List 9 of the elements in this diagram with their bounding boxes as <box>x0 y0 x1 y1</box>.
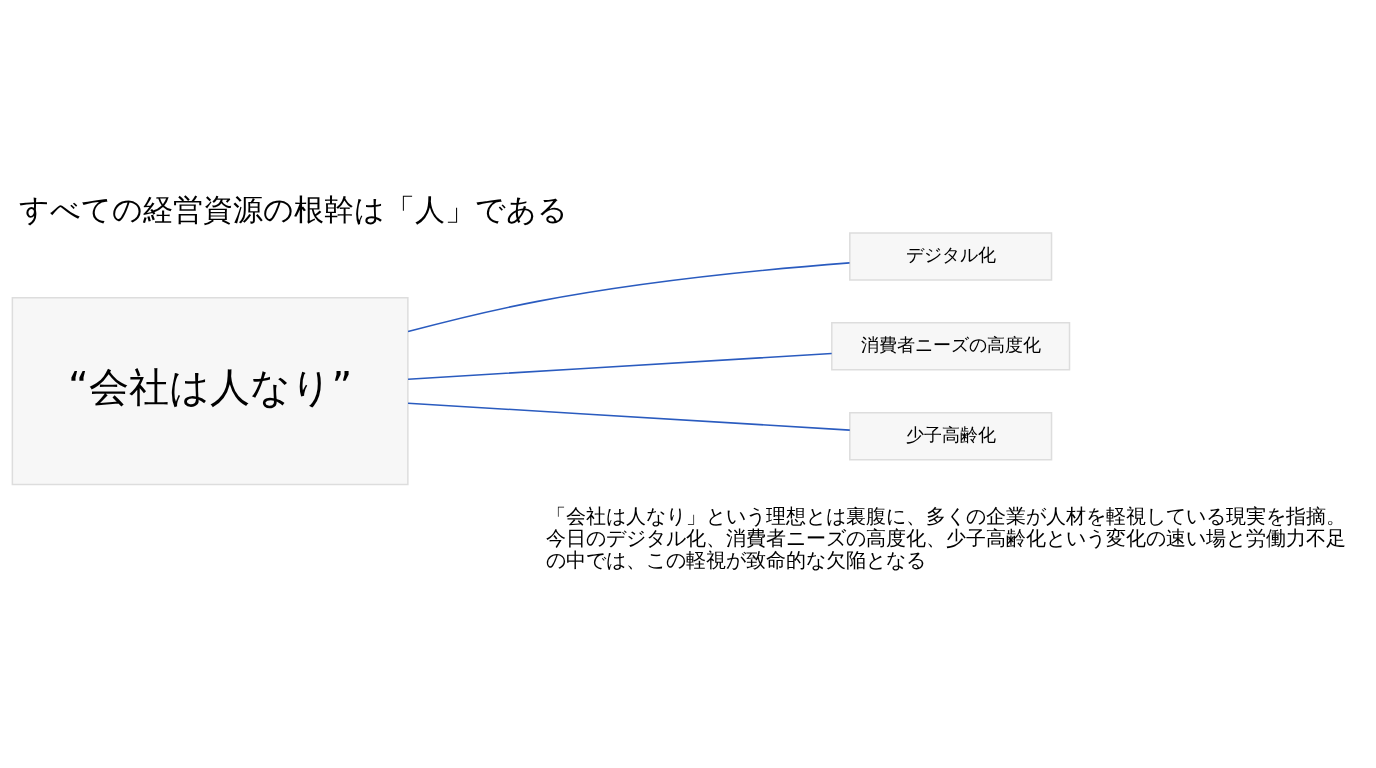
node-box: デジタル化 <box>849 231 1053 281</box>
node-box: 消費者ニーズの高度化 <box>831 321 1071 370</box>
connector <box>407 352 833 380</box>
connector <box>407 401 851 431</box>
caption: 「会社は人なり」という理想とは裏腹に、多くの企業が人材を軽視している現実を指摘。今日のデジタル化、消費者ニーズの高度化、少子高齢化という変化の速い場と労働力不足の中では、この軽視が致命的な欠陥となる <box>545 503 1346 572</box>
diagram-title: すべての経営資源の根幹は「人」である <box>19 191 568 227</box>
node-box: “会社は人なり” <box>11 296 409 485</box>
node-box: 少子高齢化 <box>849 411 1053 460</box>
connector <box>407 261 851 332</box>
